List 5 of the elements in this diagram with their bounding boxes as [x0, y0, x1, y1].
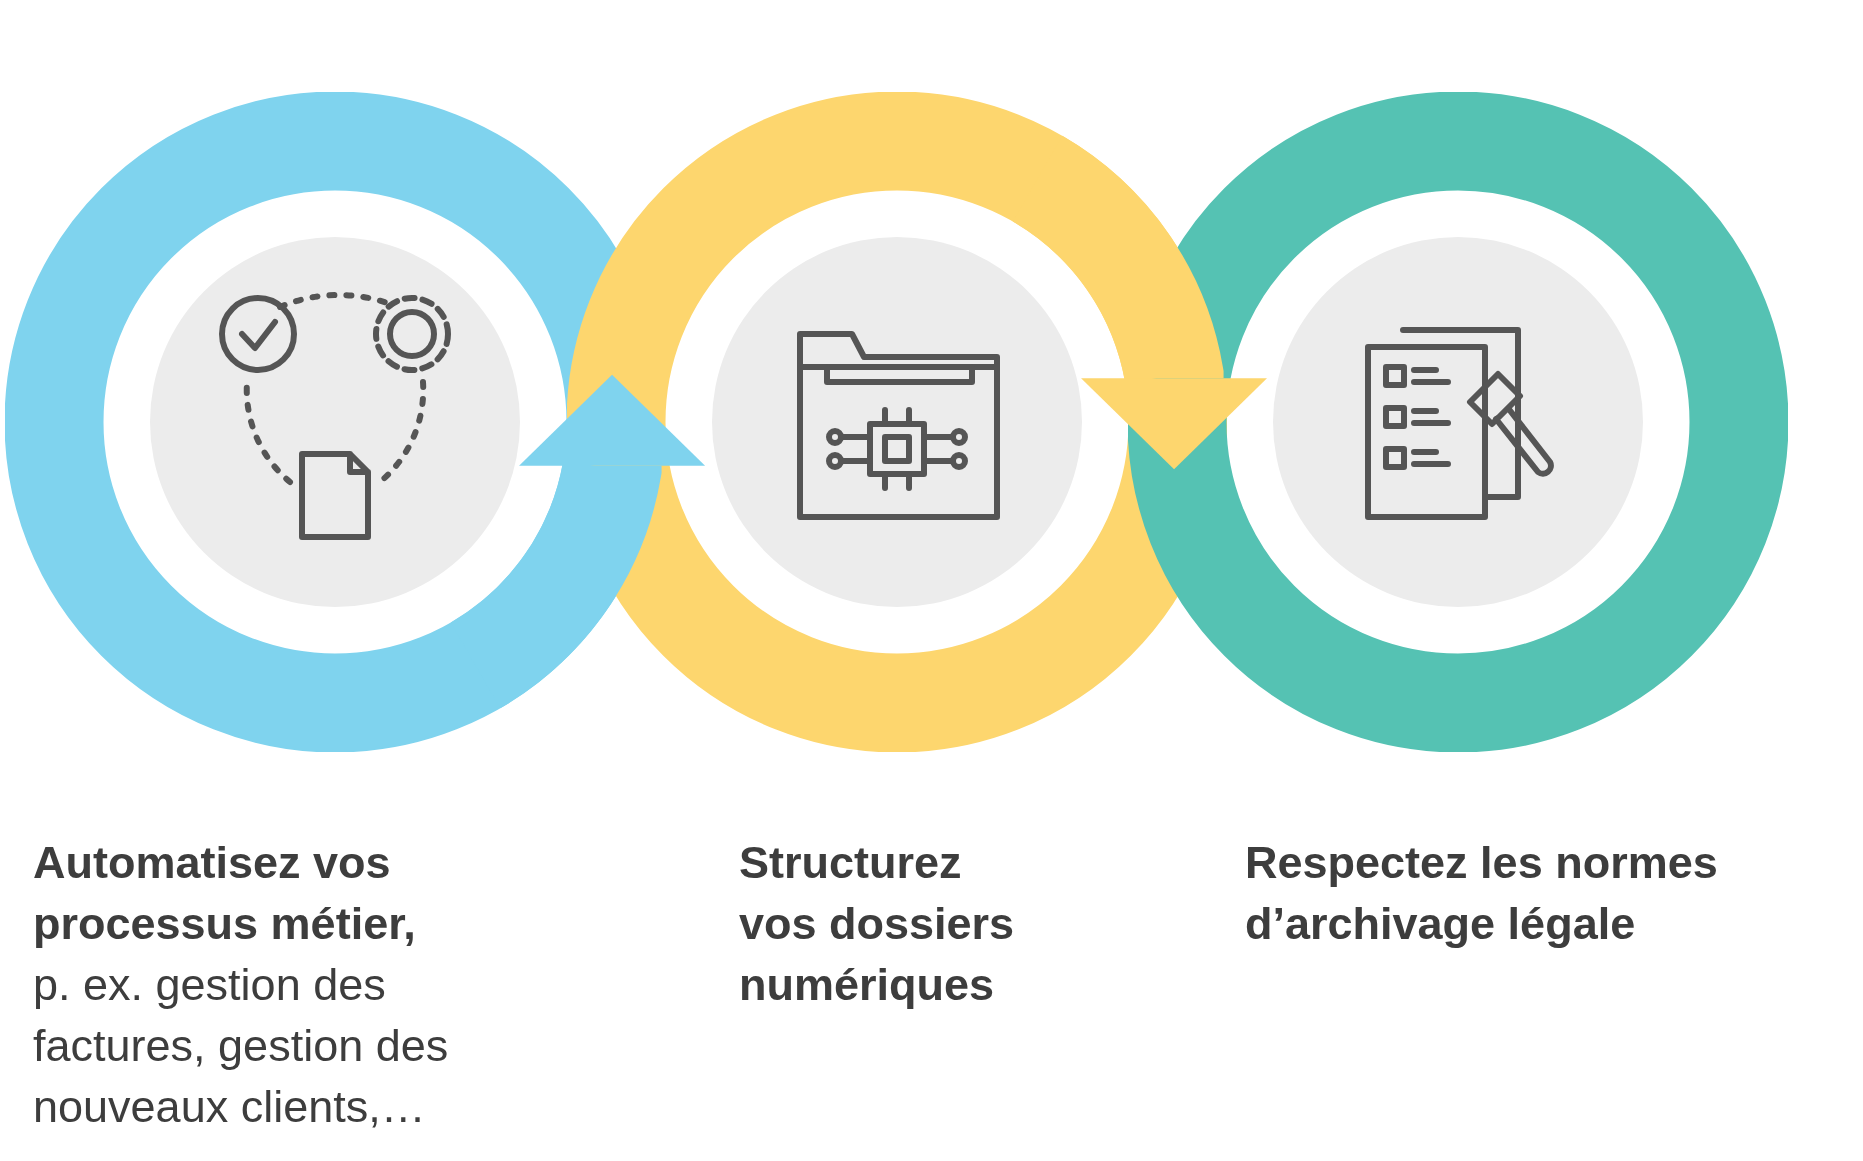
arrow [448, 374, 706, 707]
arrow [1010, 137, 1268, 470]
step-description: p. ex. gestion des factures, gestion des nouveaux clients,… [33, 958, 450, 1134]
step-heading: Structurez vos dossiers numériques [739, 836, 1016, 1012]
step-heading: Respectez les normes d’archivage légale [1245, 836, 1719, 951]
